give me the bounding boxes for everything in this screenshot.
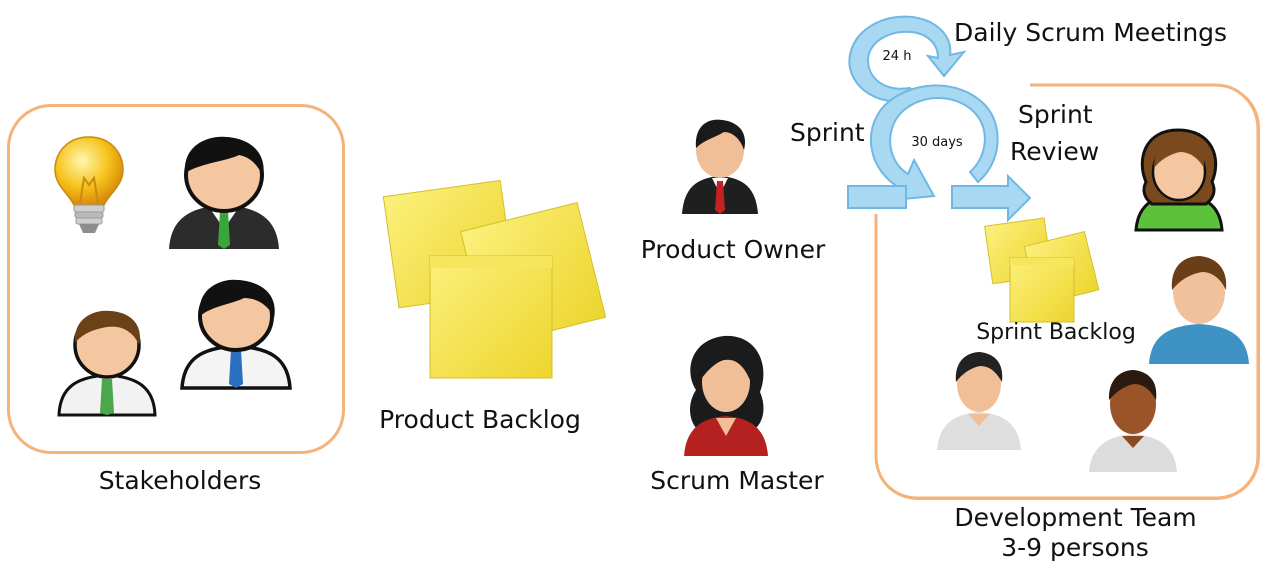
sprint-label: Sprint — [790, 118, 865, 147]
product-owner-label: Product Owner — [640, 235, 826, 264]
daily-scrum-loop-arrow — [848, 15, 967, 103]
sprint-input-arrow — [847, 185, 907, 209]
sprint-review-arrow — [951, 173, 1032, 223]
scrum-master-icon — [684, 335, 768, 456]
stakeholder-manager-icon — [180, 279, 292, 390]
product-owner-icon — [682, 119, 758, 214]
lightbulb-icon — [54, 136, 124, 233]
scrum-master-label: Scrum Master — [650, 466, 824, 495]
daily-scrum-meetings-label: Daily Scrum Meetings — [954, 18, 1228, 47]
development-team-label-line1: Development Team — [954, 503, 1197, 532]
sprint-review-label-line1: Sprint — [1018, 100, 1093, 129]
stakeholders-label: Stakeholders — [98, 466, 262, 495]
product-backlog-sticky-notes-icon — [382, 179, 607, 379]
sprint-review-label-line2: Review — [1010, 137, 1100, 166]
developer-blue-shirt-icon — [1149, 256, 1249, 364]
development-team-label-line2: 3-9 persons — [1001, 533, 1149, 562]
sprint-backlog-label: Sprint Backlog — [976, 320, 1136, 345]
stakeholder-businessman-icon — [169, 136, 279, 249]
stakeholder-young-man-icon — [57, 310, 157, 417]
developer-grey-shirt-dark-icon — [1089, 370, 1177, 472]
stakeholders-group-box — [7, 104, 345, 454]
product-backlog-label: Product Backlog — [379, 405, 581, 434]
developer-woman-icon — [1134, 128, 1224, 232]
daily-scrum-cycle-label: 24 h — [882, 49, 912, 64]
developer-grey-shirt-icon — [937, 352, 1021, 450]
sprint-cycle-label: 30 days — [911, 135, 963, 150]
sprint-backlog-sticky-notes-icon — [984, 217, 1100, 323]
